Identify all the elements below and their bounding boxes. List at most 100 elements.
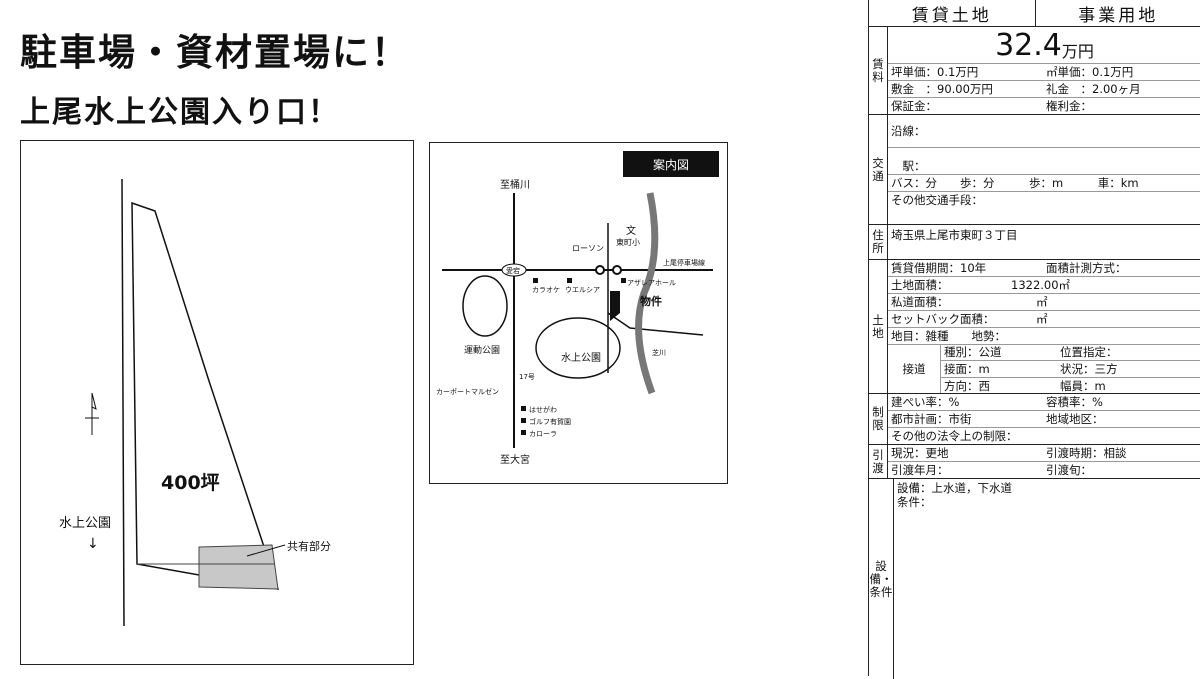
other-legal-restrictions: その他の法令上の制限： <box>888 427 1200 444</box>
setback-area: セットバック面積： <box>891 311 1036 327</box>
land-area-label: 土地面積： <box>891 277 1011 293</box>
current-status: 現況：更地 <box>891 445 1046 461</box>
zoning-district: 地域地区： <box>1046 411 1104 427</box>
rent-price-unit: 万円 <box>1062 38 1094 62</box>
property-spec-table: 賃貸土地 事業用地 賃料 32.4 万円 坪単価：0.1万円 ㎡単価：0.1万円… <box>868 0 1200 676</box>
map-label-water-park: 水上公園 <box>561 352 601 364</box>
listing-type-rental-land: 賃貸土地 <box>869 0 1035 26</box>
key-money: 礼金 ：2.00ヶ月 <box>1046 81 1141 97</box>
map-label-station-road: 上尾停車場線 <box>663 258 705 267</box>
listing-type-business-land: 事業用地 <box>1035 0 1200 26</box>
coverage-ratio: 建ぺい率：% <box>891 394 1046 410</box>
signal-west <box>596 266 604 274</box>
guarantee-money: 保証金： <box>891 98 1046 114</box>
position-designation: 位置指定： <box>1060 344 1118 360</box>
facility-conditions: 条件： <box>894 495 1200 509</box>
map-label-karaoke: カラオケ <box>532 286 560 294</box>
land-category: 地目：雑種 地勢： <box>888 327 1200 344</box>
headline-park-entrance: 上尾水上公園入り口！ <box>20 87 340 131</box>
setback-unit: ㎡ <box>1036 311 1048 327</box>
map-title: 案内図 <box>653 157 689 172</box>
area-measure-method: 面積計測方式： <box>1046 260 1127 276</box>
welcia-marker <box>567 278 572 283</box>
field-park-shape <box>463 276 507 336</box>
rent-price-value: 32.4 <box>995 28 1062 63</box>
guide-map-panel: 案内図 至桶川 至大宮 ローソン 文 東町小 上尾停車場線 愛宕 カラオケ ウエ… <box>429 142 728 484</box>
down-arrow-icon: ↓ <box>87 536 99 552</box>
facility-section: 設備・条件 設備：上水道，下水道 条件： <box>869 479 1200 679</box>
transport-bus-walk: バス：分 歩：分 歩：m 車：km <box>888 174 1200 191</box>
address-section: 住所 埼玉県上尾市東町３丁目 <box>869 225 1200 260</box>
headline-parking: 駐車場・資材置場に！ <box>20 22 410 76</box>
north-arrow-icon <box>85 393 99 435</box>
guide-map: 案内図 至桶川 至大宮 ローソン 文 東町小 上尾停車場線 愛宕 カラオケ ウエ… <box>430 143 727 483</box>
land-area-value: 1322.00㎡ <box>1011 277 1070 293</box>
east-road <box>608 313 703 335</box>
map-label-carport: カーポートマルゼン <box>436 387 499 396</box>
azalea-marker <box>621 278 626 283</box>
road-type: 種別：公道 <box>944 344 1060 360</box>
map-label-corolla: カローラ <box>529 430 557 438</box>
map-label-river: 芝川 <box>652 348 666 357</box>
signal-east <box>613 266 621 274</box>
map-label-atagi: 愛宕 <box>506 266 520 275</box>
map-label-school-mark: 文 <box>626 224 636 237</box>
water-park-direction-label: 水上公園 <box>59 516 111 531</box>
tsubo-unit-price: 坪単価：0.1万円 <box>891 64 1046 80</box>
restriction-section: 制限 建ぺい率：% 容積率：% 都市計画：市街 地域地区： その他の法令上の制限… <box>869 394 1200 445</box>
plot-diagram-panel: 400坪 共有部分 水上公園 ↓ <box>20 140 414 665</box>
map-label-north: 至桶川 <box>500 178 530 191</box>
road-frontage: 接面：m <box>944 361 1060 377</box>
handover-section-label: 引渡 <box>869 445 888 478</box>
plot-outline <box>132 203 278 589</box>
road-line <box>122 179 124 626</box>
road-direction: 方向：西 <box>944 378 1060 393</box>
map-label-property: 物件 <box>640 294 662 308</box>
premium-money: 権利金： <box>1046 98 1092 114</box>
transport-other: その他交通手段： <box>888 191 1200 224</box>
hasegawa-marker <box>521 406 526 411</box>
transport-section: 交通 沿線： 駅： バス：分 歩：分 歩：m 車：km その他交通手段： <box>869 115 1200 225</box>
road-situation: 状況：三方 <box>1060 361 1118 377</box>
handover-section: 引渡 現況：更地 引渡時期：相談 引渡年月： 引渡旬： <box>869 445 1200 479</box>
rent-section: 賃料 32.4 万円 坪単価：0.1万円 ㎡単価：0.1万円 敷金 ：90.00… <box>869 27 1200 115</box>
facility-equipment: 設備：上水道，下水道 <box>894 479 1200 495</box>
corolla-marker <box>521 430 526 435</box>
handover-period: 引渡旬： <box>1046 462 1092 478</box>
private-road-area: 私道面積： <box>891 294 1036 310</box>
land-section: 土地 賃貸借期間：10年 面積計測方式： 土地面積： 1322.00㎡ 私道面積… <box>869 260 1200 394</box>
address-value: 埼玉県上尾市東町３丁目 <box>888 225 1200 259</box>
map-label-golf: ゴルフ有賀園 <box>529 417 571 426</box>
map-label-south: 至大宮 <box>500 453 530 466</box>
transport-station: 駅： <box>888 147 1200 174</box>
shiba-river <box>639 193 655 393</box>
facility-section-label: 設備・条件 <box>869 479 894 679</box>
shared-portion-label: 共有部分 <box>287 539 331 553</box>
map-label-azalea: アザレアホール <box>627 279 676 287</box>
map-label-lawson: ローソン <box>572 244 604 253</box>
shared-area-shape <box>199 545 278 589</box>
karaoke-marker <box>533 278 538 283</box>
sqm-unit-price: ㎡単価：0.1万円 <box>1046 64 1133 80</box>
transport-section-label: 交通 <box>869 115 888 224</box>
rent-price: 32.4 万円 <box>888 27 1200 63</box>
city-plan: 都市計画：市街 <box>891 411 1046 427</box>
land-section-label: 土地 <box>869 260 888 393</box>
road-access-block: 接道 種別：公道 位置指定： 接面：m 状況：三方 方向：西 幅員：m <box>888 344 1200 393</box>
rent-section-label: 賃料 <box>869 27 888 114</box>
map-label-welcia: ウエルシア <box>565 286 600 294</box>
deposit: 敷金 ：90.00万円 <box>891 81 1046 97</box>
floor-area-ratio: 容積率：% <box>1046 394 1103 410</box>
lease-term: 賃貸借期間：10年 <box>891 260 1046 276</box>
plot-diagram: 400坪 共有部分 水上公園 ↓ <box>21 141 413 664</box>
handover-timing: 引渡時期：相談 <box>1046 445 1127 461</box>
restriction-section-label: 制限 <box>869 394 888 444</box>
handover-year-month: 引渡年月： <box>891 462 1046 478</box>
transport-line: 沿線： <box>888 115 1200 147</box>
golf-marker <box>521 418 526 423</box>
property-marker <box>610 291 620 321</box>
map-label-hasegawa: はせがわ <box>529 405 557 414</box>
private-road-unit: ㎡ <box>1036 294 1048 310</box>
map-label-field-park: 運動公園 <box>464 345 500 356</box>
map-label-school: 東町小 <box>616 237 640 247</box>
